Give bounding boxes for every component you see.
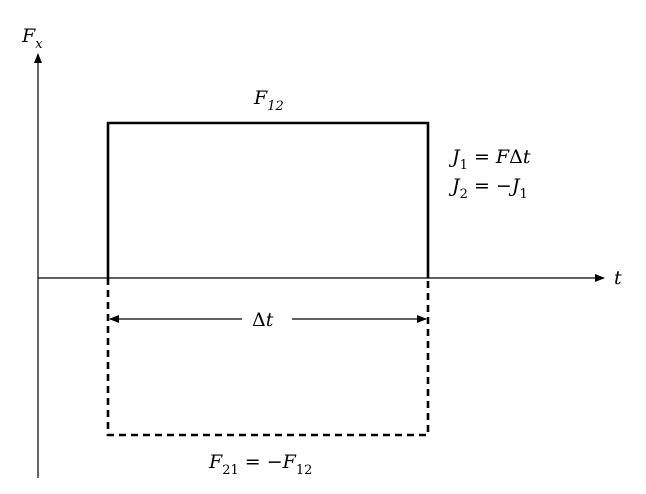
lower-pulse xyxy=(106,278,430,437)
impulse-eq-j2: J2 = −J1 xyxy=(448,175,528,202)
duration-label: Δt xyxy=(252,309,274,331)
upper-pulse-label: F12 xyxy=(253,87,284,114)
impulse-eq-j1: J1 = FΔt xyxy=(448,146,531,173)
y-axis-label: Fx xyxy=(21,25,43,52)
x-axis-label: t xyxy=(614,267,622,289)
lower-pulse-label: F21 = −F12 xyxy=(208,451,312,478)
upper-pulse xyxy=(106,121,430,278)
